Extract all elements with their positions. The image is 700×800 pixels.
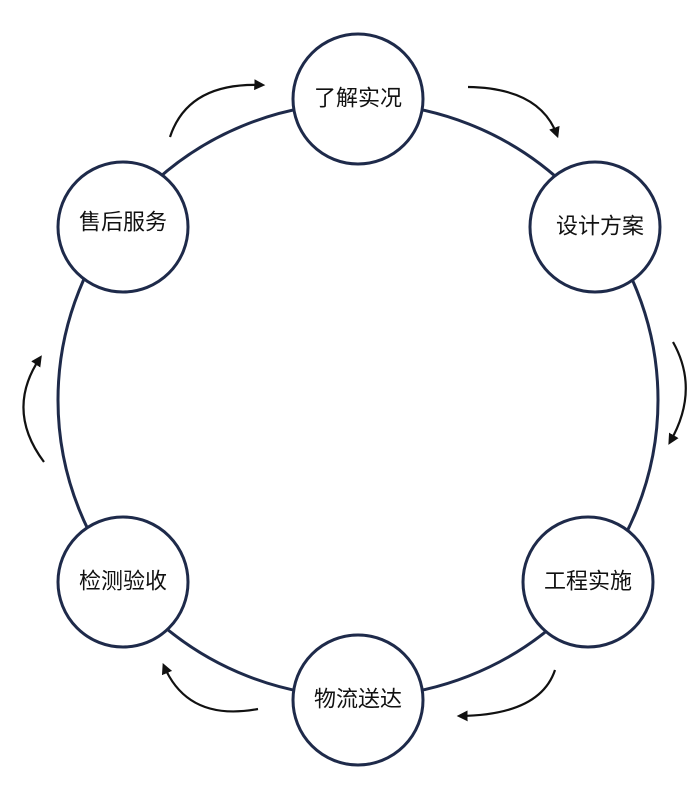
stage-circle bbox=[528, 160, 662, 294]
stage-label: 检测验收 bbox=[79, 570, 167, 595]
arrow-1-to-2 bbox=[467, 85, 560, 139]
arrow-2-to-3 bbox=[668, 341, 687, 445]
stage-node-understand: 了解实况 bbox=[291, 32, 425, 166]
stage-label: 了解实况 bbox=[314, 87, 402, 112]
stage-node-inspection: 检测验收 bbox=[56, 515, 190, 649]
stage-circle bbox=[56, 160, 190, 294]
stage-label: 设计方案 bbox=[556, 215, 644, 240]
stage-circle bbox=[291, 32, 425, 166]
arrow-5-to-6 bbox=[22, 355, 45, 463]
stage-label: 售后服务 bbox=[79, 211, 167, 236]
stage-node-construction: 工程实施 bbox=[521, 515, 655, 649]
stage-label: 物流送达 bbox=[314, 688, 402, 713]
arrow-4-to-5 bbox=[161, 662, 259, 713]
arrow-6-to-1 bbox=[168, 79, 266, 138]
stage-node-after-sales: 售后服务 bbox=[56, 160, 190, 294]
arrow-3-to-4 bbox=[456, 669, 557, 722]
stage-node-design: 设计方案 bbox=[528, 160, 662, 294]
stage-circle bbox=[521, 515, 655, 649]
stage-circle bbox=[56, 515, 190, 649]
stage-node-delivery: 物流送达 bbox=[291, 633, 425, 767]
stage-label: 工程实施 bbox=[544, 570, 632, 595]
stage-circle bbox=[291, 633, 425, 767]
